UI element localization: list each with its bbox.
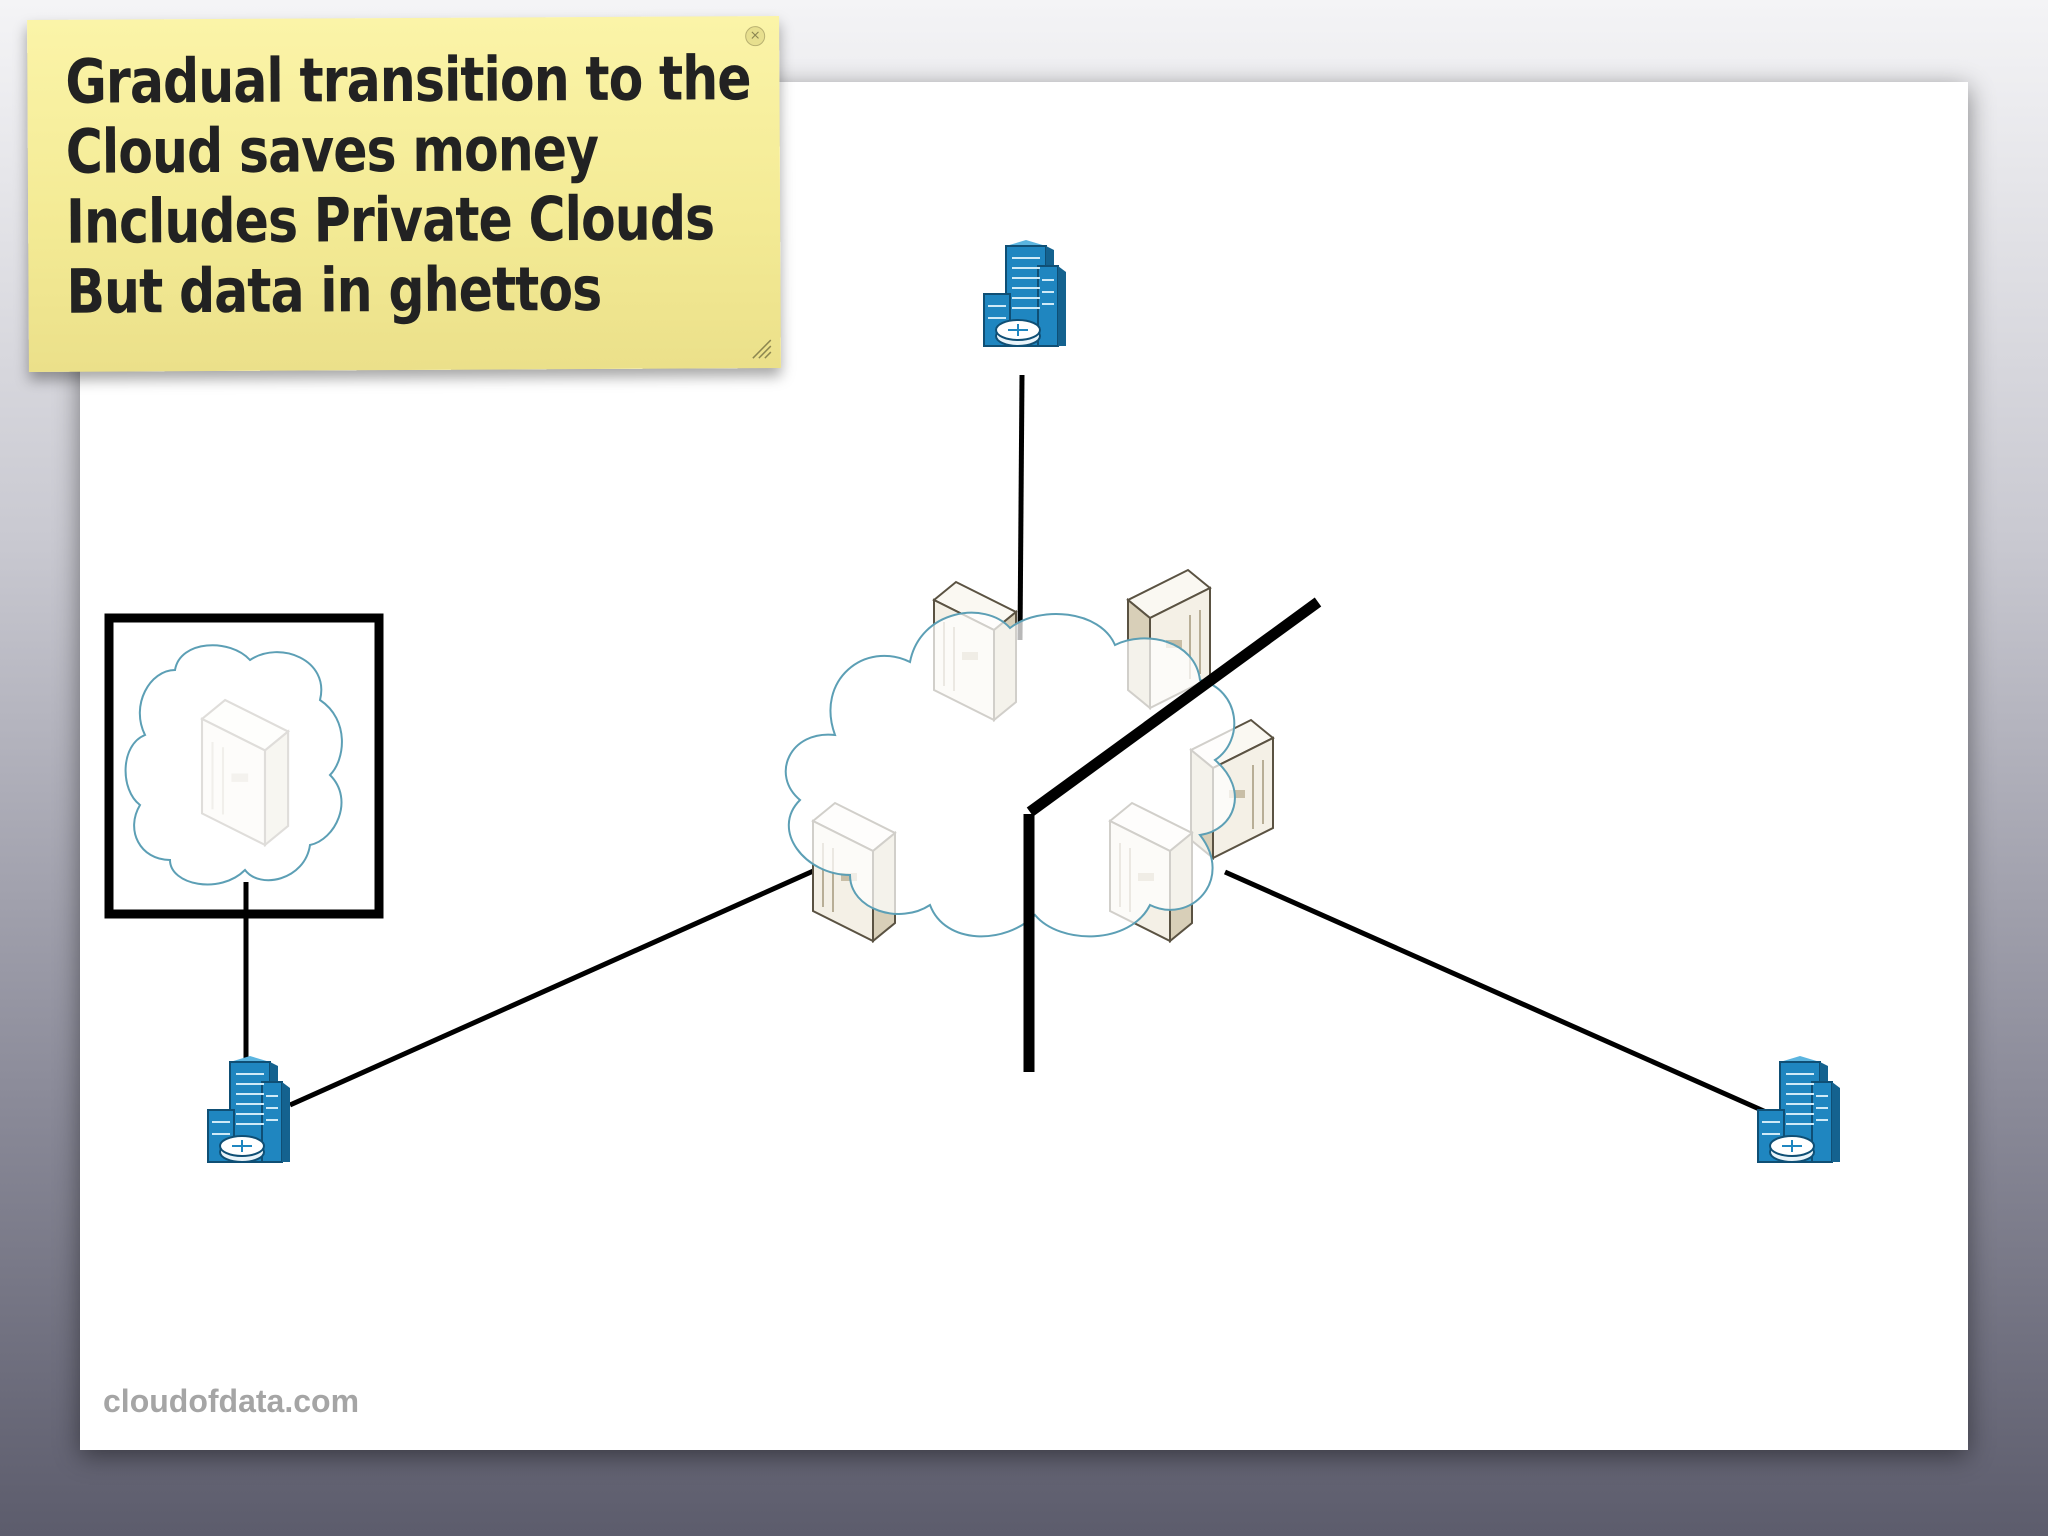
sticky-note[interactable]: Gradual transition to the Cloud saves mo… — [27, 16, 781, 372]
resize-grip-icon[interactable] — [749, 336, 773, 360]
data-barrier — [1023, 597, 1322, 1072]
office-building-router-icon — [983, 239, 1067, 347]
office-building-router-icon — [207, 1055, 291, 1163]
note-line: But data in ghettos — [66, 253, 602, 328]
watermark: cloudofdata.com — [103, 1383, 360, 1419]
link-right — [1223, 869, 1777, 1119]
barrier-diagonal — [1026, 597, 1322, 817]
close-icon[interactable]: × — [745, 26, 766, 47]
office-building-router-icon — [1757, 1055, 1841, 1163]
private-cloud-box — [104, 613, 384, 919]
note-line: Cloud saves money — [65, 113, 599, 188]
note-line: Gradual transition to the — [65, 43, 751, 118]
link-left — [288, 865, 822, 1108]
private-cloud — [124, 644, 343, 886]
central-cloud — [784, 611, 1236, 938]
link-top — [1017, 374, 1025, 641]
note-line: Includes Private Clouds — [65, 183, 715, 258]
